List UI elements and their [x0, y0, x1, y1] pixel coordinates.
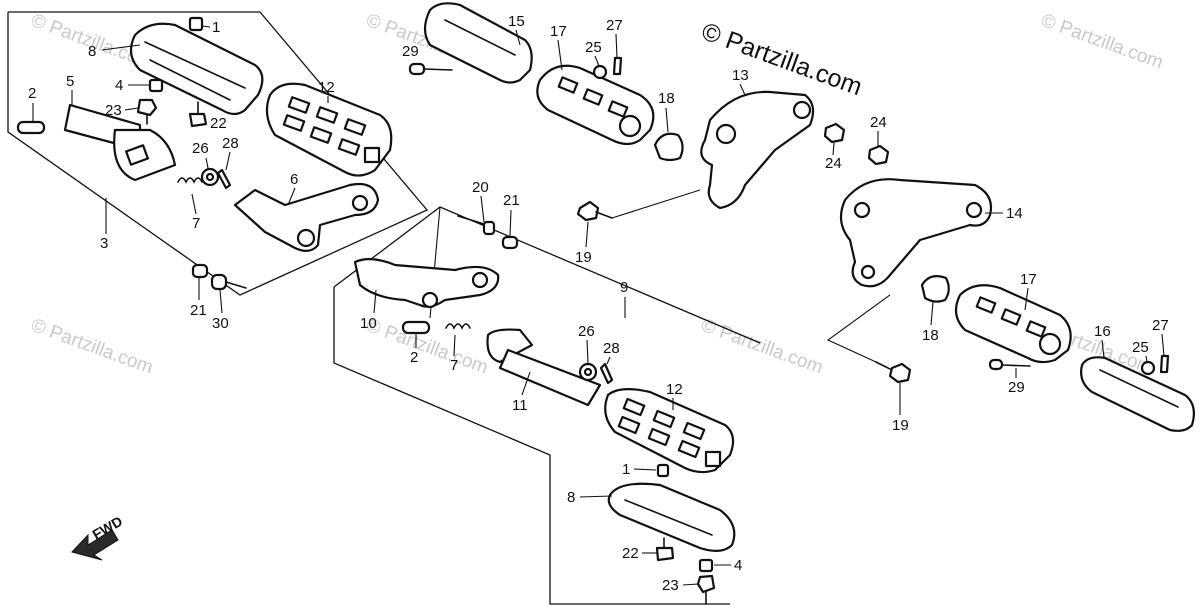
nut-24 — [867, 144, 890, 166]
callout-18: 18 — [658, 90, 675, 107]
callout-6: 6 — [290, 171, 298, 188]
bolt-19 — [576, 200, 613, 222]
callout-21: 21 — [503, 192, 520, 209]
callout-1: 1 — [212, 19, 220, 36]
nut-1 — [188, 16, 204, 32]
washer-4 — [148, 78, 164, 93]
callout-18: 18 — [922, 327, 939, 344]
footpeg-rubber-12 — [604, 388, 735, 474]
callout-25: 25 — [1132, 339, 1149, 356]
callout-23: 23 — [105, 102, 122, 119]
callout-10: 10 — [360, 315, 377, 332]
callout-27: 27 — [606, 17, 623, 34]
callout-2: 2 — [410, 349, 418, 366]
step-rubber-16 — [1080, 356, 1195, 432]
callout-7: 7 — [192, 215, 200, 232]
washer-4 — [698, 558, 714, 573]
washer-25 — [1140, 360, 1156, 376]
callout-24: 24 — [870, 114, 887, 131]
bolt-20 — [457, 215, 496, 236]
callout-28: 28 — [603, 340, 620, 357]
callout-8: 8 — [567, 489, 575, 506]
callout-29: 29 — [402, 43, 419, 60]
bolt-22 — [655, 537, 675, 562]
bolt-30 — [210, 273, 247, 291]
callout-22: 22 — [622, 545, 639, 562]
callout-28: 28 — [222, 135, 239, 152]
callout-26: 26 — [192, 140, 209, 157]
step-rubber-cover-15 — [423, 2, 533, 84]
callout-17: 17 — [550, 23, 567, 40]
callout-3: 3 — [100, 235, 108, 252]
cotter-pin-28 — [216, 168, 232, 190]
callout-25: 25 — [585, 39, 602, 56]
footpeg-bracket-6 — [233, 182, 380, 252]
callout-12: 12 — [318, 79, 335, 96]
footpeg-bar-11 — [486, 328, 602, 407]
step-rubber-cover-8 — [129, 22, 264, 116]
cotter-pin-28 — [599, 362, 614, 385]
callout-5: 5 — [66, 73, 74, 90]
callout-27: 27 — [1152, 317, 1169, 334]
pin-29 — [988, 358, 1031, 371]
callout-9: 9 — [620, 279, 628, 296]
callout-1: 1 — [622, 461, 630, 478]
callout-11: 11 — [512, 397, 528, 414]
callout-26: 26 — [578, 323, 595, 340]
callout-14: 14 — [1006, 205, 1023, 222]
spring-7 — [177, 177, 203, 184]
footpeg-rubber-17 — [536, 64, 655, 146]
callout-2: 2 — [28, 85, 36, 102]
watermark: © Partzilla.com — [28, 315, 155, 379]
footpeg-rubber-17 — [954, 284, 1072, 364]
washer-25 — [592, 64, 608, 80]
footpeg-bar-5 — [63, 103, 177, 182]
callout-29: 29 — [1008, 379, 1025, 396]
cotter-pin-27 — [612, 56, 623, 76]
callout-16: 16 — [1094, 323, 1111, 340]
pin-29 — [408, 62, 453, 76]
footpeg-bracket-14 — [839, 178, 993, 288]
assembly-frame-left — [7, 11, 429, 296]
collar-18 — [920, 275, 950, 303]
callout-30: 30 — [212, 315, 229, 332]
collar-18 — [653, 132, 684, 162]
watermark: © Partzilla.com — [1038, 10, 1165, 74]
bolt-19 — [875, 361, 912, 384]
pin-2 — [401, 320, 431, 335]
forward-direction-arrow: FWD — [71, 513, 125, 561]
callout-12: 12 — [666, 381, 683, 398]
callout-8: 8 — [88, 43, 96, 60]
assembly-frame-center — [333, 287, 730, 605]
callout-21: 21 — [190, 302, 207, 319]
cotter-pin-27 — [1159, 354, 1170, 374]
callout-4: 4 — [734, 557, 742, 574]
callout-7: 7 — [450, 357, 458, 374]
nut-24 — [823, 122, 846, 144]
nut-21 — [501, 235, 519, 250]
footpeg-rubber-12 — [265, 82, 393, 177]
callout-17: 17 — [1020, 271, 1037, 288]
callout-4: 4 — [115, 77, 123, 94]
spring-7 — [445, 323, 471, 330]
callout-13: 13 — [732, 67, 749, 84]
footpeg-bracket-13 — [700, 90, 815, 210]
partzilla-watermark: © Partzilla.com — [698, 17, 866, 101]
footpeg-bracket-10 — [353, 258, 500, 309]
callout-19: 19 — [575, 249, 592, 266]
callout-23: 23 — [662, 577, 679, 594]
nut-1 — [656, 463, 670, 478]
bolt-23 — [696, 574, 716, 605]
nut-21 — [191, 263, 209, 279]
callout-22: 22 — [210, 115, 227, 132]
callout-15: 15 — [508, 13, 525, 30]
callout-20: 20 — [472, 179, 489, 196]
bolt-22 — [188, 101, 208, 128]
callout-24: 24 — [825, 155, 842, 172]
pin-2 — [16, 120, 46, 135]
callout-19: 19 — [892, 417, 909, 434]
bolt-23 — [136, 98, 158, 125]
step-rubber-cover-8 — [607, 482, 736, 552]
